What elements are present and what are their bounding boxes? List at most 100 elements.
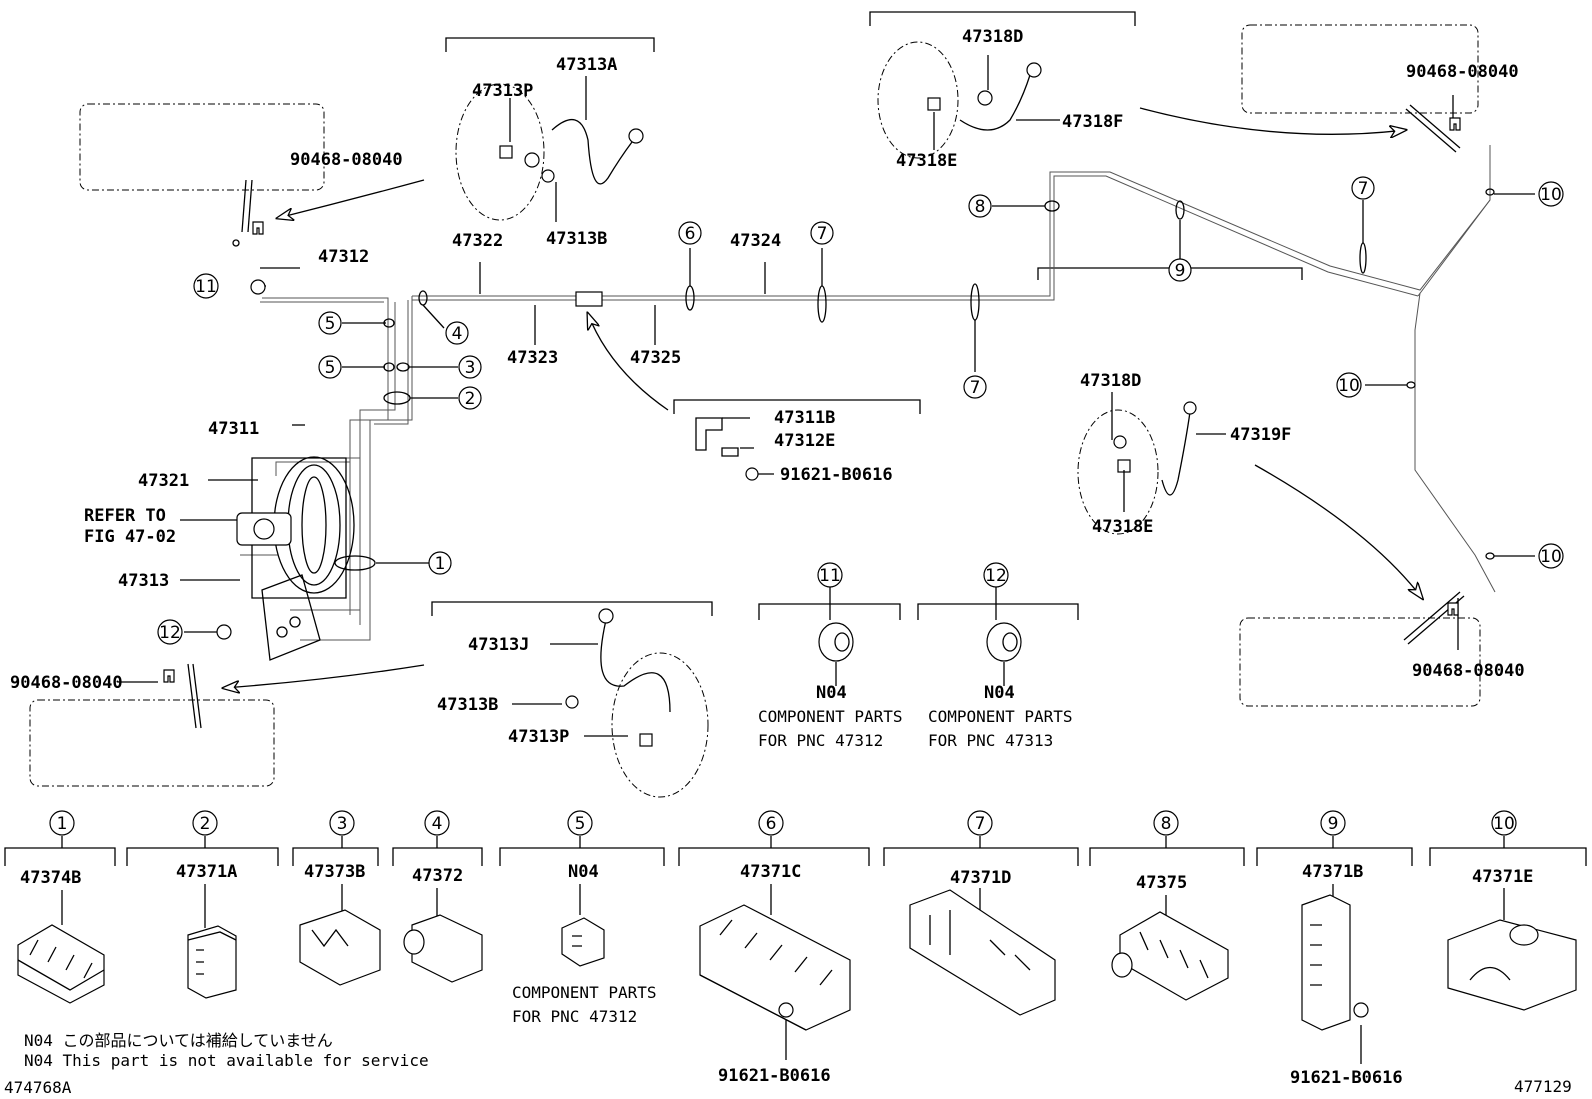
clamp-part-9: 47371B	[1302, 862, 1363, 882]
label-47318D-top: 47318D	[962, 27, 1023, 47]
clamp-num-9: 9	[1328, 814, 1339, 834]
label-91621-mid: 91621-B0616	[780, 465, 893, 485]
clamp6-bolt: 91621-B0616	[718, 1066, 831, 1086]
pipe-clamps	[334, 188, 1495, 571]
clamp-num-4: 4	[432, 814, 443, 834]
callout-4: 4	[452, 324, 463, 344]
bracket-47313J	[431, 601, 713, 616]
label-47321: 47321	[138, 471, 189, 491]
clamp-num-3: 3	[337, 814, 348, 834]
label-47312E: 47312E	[774, 431, 835, 451]
label-n04-11: N04	[816, 683, 847, 703]
label-90468-top-right: 90468-08040	[1406, 62, 1519, 82]
rear-left-region-box	[29, 699, 275, 787]
callout-7b: 7	[970, 378, 981, 398]
clamp-part-3: 47373B	[304, 862, 365, 882]
clamp-part-6: 47371C	[740, 862, 801, 882]
part-labels: 47313A 47313P 47313B 47322 47312 90468-0…	[10, 27, 1525, 747]
clamp-sketch-3	[299, 909, 381, 986]
rear-right-top-region-box	[1241, 24, 1479, 114]
callout-1: 1	[435, 554, 446, 574]
label-fig-47-02: FIG 47-02	[84, 527, 176, 547]
clamp-sketch-9	[1301, 894, 1369, 1031]
clamp-num-6: 6	[766, 814, 777, 834]
label-47324: 47324	[730, 231, 781, 251]
clamp-num-5: 5	[575, 814, 586, 834]
callout-7a: 7	[817, 224, 828, 244]
n04-11-line1: COMPONENT PARTS	[758, 707, 903, 726]
label-47313P-top: 47313P	[472, 81, 533, 101]
clamp-part-4: 47372	[412, 866, 463, 886]
clamp-row: 1 2 3 4 5 6 7 8 9 10 47374B 47371A 47373…	[4, 810, 1587, 1088]
note-english: N04 This part is not available for servi…	[24, 1051, 429, 1070]
label-leaders	[509, 55, 1226, 737]
bracket-comp12	[917, 603, 1079, 620]
clamp-part-8: 47375	[1136, 873, 1187, 893]
callout-5a: 5	[325, 314, 336, 334]
label-47318D-mid: 47318D	[1080, 371, 1141, 391]
label-47318E-mid: 47318E	[1092, 517, 1153, 537]
label-47323: 47323	[507, 348, 558, 368]
label-90468-top-left: 90468-08040	[290, 150, 403, 170]
label-n04-12: N04	[984, 683, 1015, 703]
clamp-num-1: 1	[57, 814, 68, 834]
callout-leaders	[118, 95, 1535, 683]
clamp-num-2: 2	[200, 814, 211, 834]
clamp-part-2: 47371A	[176, 862, 237, 882]
label-47319F: 47319F	[1230, 425, 1291, 445]
clamp-sketch-2	[187, 925, 237, 999]
bracket-47311B	[673, 399, 921, 414]
clamp5-line1: COMPONENT PARTS	[512, 983, 657, 1002]
callout-3: 3	[465, 358, 476, 378]
callout-2: 2	[465, 389, 476, 409]
label-90468-bottom-right: 90468-08040	[1412, 661, 1525, 681]
callout-12-component: 12	[985, 566, 1007, 586]
callout-12: 12	[159, 623, 181, 643]
clamp-sketch-4	[403, 914, 483, 983]
callout-10b: 10	[1338, 376, 1360, 396]
label-47311: 47311	[208, 419, 259, 439]
clamp-sketch-5	[561, 917, 605, 967]
brake-booster	[236, 456, 355, 661]
callout-6: 6	[685, 224, 696, 244]
clamp-sketch-1	[17, 924, 105, 1004]
figure-ref-right: 477129	[1514, 1077, 1572, 1096]
label-47313J: 47313J	[468, 635, 529, 655]
brake-pipes	[240, 145, 1496, 641]
clamp-num-8: 8	[1161, 814, 1172, 834]
callout-11: 11	[195, 277, 217, 297]
n04-12-line1: COMPONENT PARTS	[928, 707, 1073, 726]
clamp-part-1: 47374B	[20, 868, 81, 888]
clamp-num-10: 10	[1493, 814, 1515, 834]
component-n04-labels: N04 COMPONENT PARTS FOR PNC 47312 N04 CO…	[758, 683, 1073, 750]
clamp-part-5: N04	[568, 862, 599, 882]
label-90468-bottom-left: 90468-08040	[10, 673, 123, 693]
callout-8: 8	[975, 197, 986, 217]
bracket-47313A	[445, 37, 655, 52]
label-refer-to: REFER TO	[84, 506, 166, 526]
callout-9: 9	[1175, 261, 1186, 281]
label-47311B: 47311B	[774, 408, 835, 428]
clamp-sketch-7	[909, 889, 1056, 1016]
clamp-sketch-10	[1447, 919, 1577, 1011]
clamp-sketch-6	[699, 904, 851, 1031]
clamp-part-10: 47371E	[1472, 867, 1533, 887]
label-47313: 47313	[118, 571, 169, 591]
label-47318F: 47318F	[1062, 112, 1123, 132]
label-47325: 47325	[630, 348, 681, 368]
clamp-num-7: 7	[975, 814, 986, 834]
label-47313B-bottom: 47313B	[437, 695, 498, 715]
bracket-47318	[869, 11, 1136, 26]
rear-right-bottom-region-box	[1239, 617, 1481, 707]
front-left-region-box	[79, 103, 325, 191]
callout-11-component: 11	[819, 566, 841, 586]
hose-details	[455, 41, 1197, 798]
label-47318E-top: 47318E	[896, 151, 957, 171]
n04-12-line2: FOR PNC 47313	[928, 731, 1053, 750]
n04-11-line2: FOR PNC 47312	[758, 731, 883, 750]
callout-circles: 1 2 3 4 5 5 6 7 7 7 8 9 10 10 10 11 12 1…	[157, 176, 1564, 645]
label-47313P-bottom: 47313P	[508, 727, 569, 747]
callout-10a: 10	[1540, 185, 1562, 205]
clamp-sketch-8	[1111, 911, 1229, 1001]
